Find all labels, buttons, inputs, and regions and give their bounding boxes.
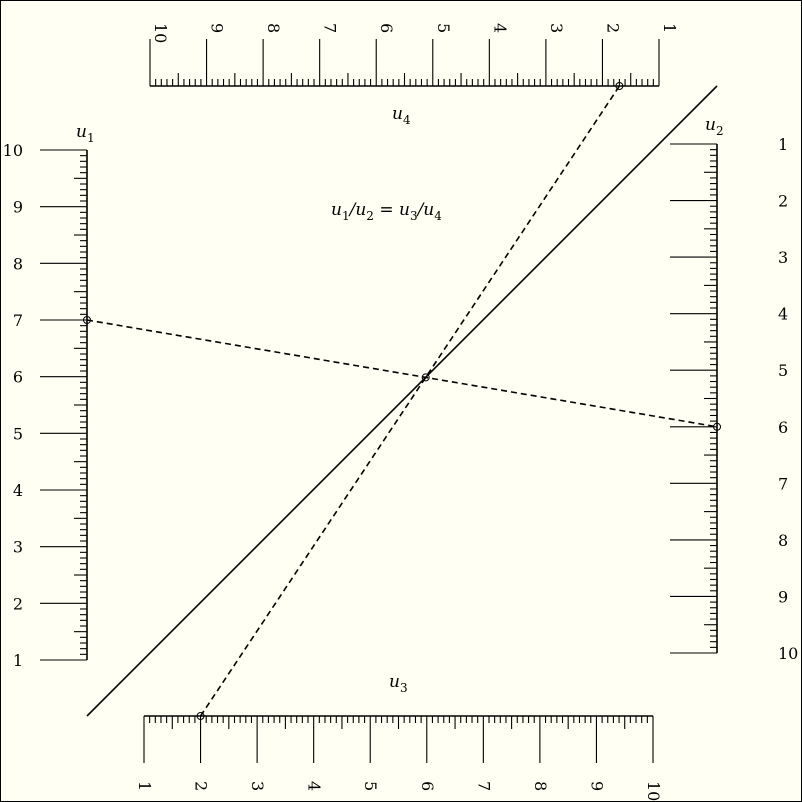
u3-tick-label: 8 [531,781,550,791]
u2-tick-label: 1 [778,135,788,154]
turning-line [86,85,718,717]
u1-tick-label: 7 [13,311,23,330]
u1-tick-label: 2 [13,594,23,613]
u3-tick-label: 5 [361,781,380,791]
scale-u3: 1 2 3 4 5 6 7 8 9 10 [135,715,663,801]
u2-tick-label: 2 [778,192,788,211]
u1-tick-label: 5 [13,424,23,443]
marker-u2 [713,422,721,431]
marker-u4 [615,82,624,90]
equation-label: u1/u2 = u3/u4 [331,200,442,223]
u3-tick-label: 9 [587,781,606,791]
marker-u3 [196,712,205,720]
u1-tick-label: 1 [13,651,23,670]
u3-tick-label: 10 [644,781,663,801]
u2-tick-label: 7 [778,474,788,493]
scale-title-u3: u3 [389,672,408,695]
u2-tick-label: 10 [778,644,798,663]
isopleth-u3-u4 [199,85,621,717]
u1-tick-label: 8 [13,254,23,273]
u1-tick-label: 10 [3,141,23,160]
u3-tick-label: 1 [135,781,154,791]
u1-tick-label: 9 [13,198,23,217]
u3-tick-label: 6 [418,781,437,791]
scale-title-u2: u2 [705,115,724,138]
u3-tick-label: 2 [192,781,211,791]
u2-tick-label: 4 [778,305,788,324]
u3-tick-label: 3 [248,781,267,791]
u4-tick-label: 9 [208,23,227,33]
marker-u1 [83,316,91,324]
u4-tick-label: 6 [377,23,396,33]
u2-tick-label: 3 [778,248,788,267]
u1-tick-label: 4 [13,481,23,500]
u2-tick-label: 9 [778,587,788,606]
scale-title-u1: u1 [76,122,95,145]
u2-tick-label: 5 [778,361,788,380]
u4-tick-label: 2 [603,23,622,33]
scale-u2: 1 2 3 4 5 6 7 8 9 10 [670,135,798,663]
u4-tick-label: 7 [321,23,340,33]
u4-tick-label: 8 [264,23,283,33]
u4-tick-label: 3 [547,23,566,33]
scale-u4: 1 2 3 4 5 6 7 8 9 10 [149,23,679,87]
marker-intersection [421,373,430,382]
scale-title-u4: u4 [392,104,411,127]
u4-tick-label: 1 [660,23,679,33]
u3-tick-label: 4 [305,781,324,791]
u4-tick-label: 10 [151,23,170,43]
u4-tick-label: 5 [434,23,453,33]
u1-tick-label: 6 [13,368,23,387]
u4-tick-label: 4 [490,23,509,33]
isopleth-u1-u2 [86,319,718,428]
u2-tick-label: 6 [778,418,788,437]
u1-tick-label: 3 [13,538,23,557]
scale-u1: 1 2 3 4 5 6 7 8 9 10 [3,141,88,670]
u2-tick-label: 8 [778,531,788,550]
u3-tick-label: 7 [474,781,493,791]
